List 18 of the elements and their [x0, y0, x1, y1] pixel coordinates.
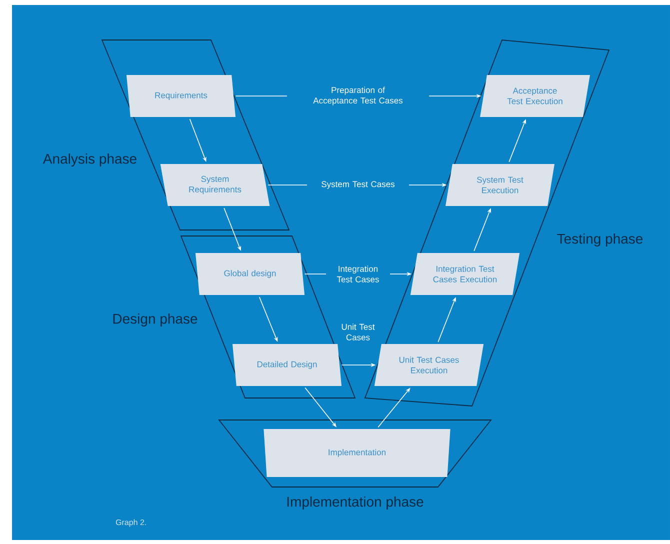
- edge-label: Preparation of Acceptance Test Cases: [287, 86, 429, 106]
- edge-label: Integration Test Cases: [326, 264, 390, 284]
- process-box: System Requirements: [160, 164, 270, 206]
- process-box: Unit Test Cases Execution: [374, 344, 484, 386]
- phase-label: Analysis phase: [42, 153, 136, 167]
- process-box: Requirements: [126, 75, 236, 117]
- phase-label: Design phase: [113, 313, 198, 327]
- process-box: Integration Test Cases Execution: [410, 253, 520, 295]
- phase-label: Testing phase: [557, 233, 643, 247]
- process-box: Implementation: [264, 429, 450, 477]
- caption-text: Graph 2.: [116, 519, 146, 527]
- edge-label: Unit Test Cases: [335, 322, 381, 342]
- phase-label: Implementation phase: [287, 496, 424, 510]
- process-box: Detailed Design: [232, 344, 342, 386]
- process-box: Global design: [195, 253, 305, 295]
- edge-label: System Test Cases: [307, 180, 409, 190]
- process-box: System Test Execution: [446, 164, 554, 206]
- process-box: Acceptance Test Execution: [480, 75, 590, 117]
